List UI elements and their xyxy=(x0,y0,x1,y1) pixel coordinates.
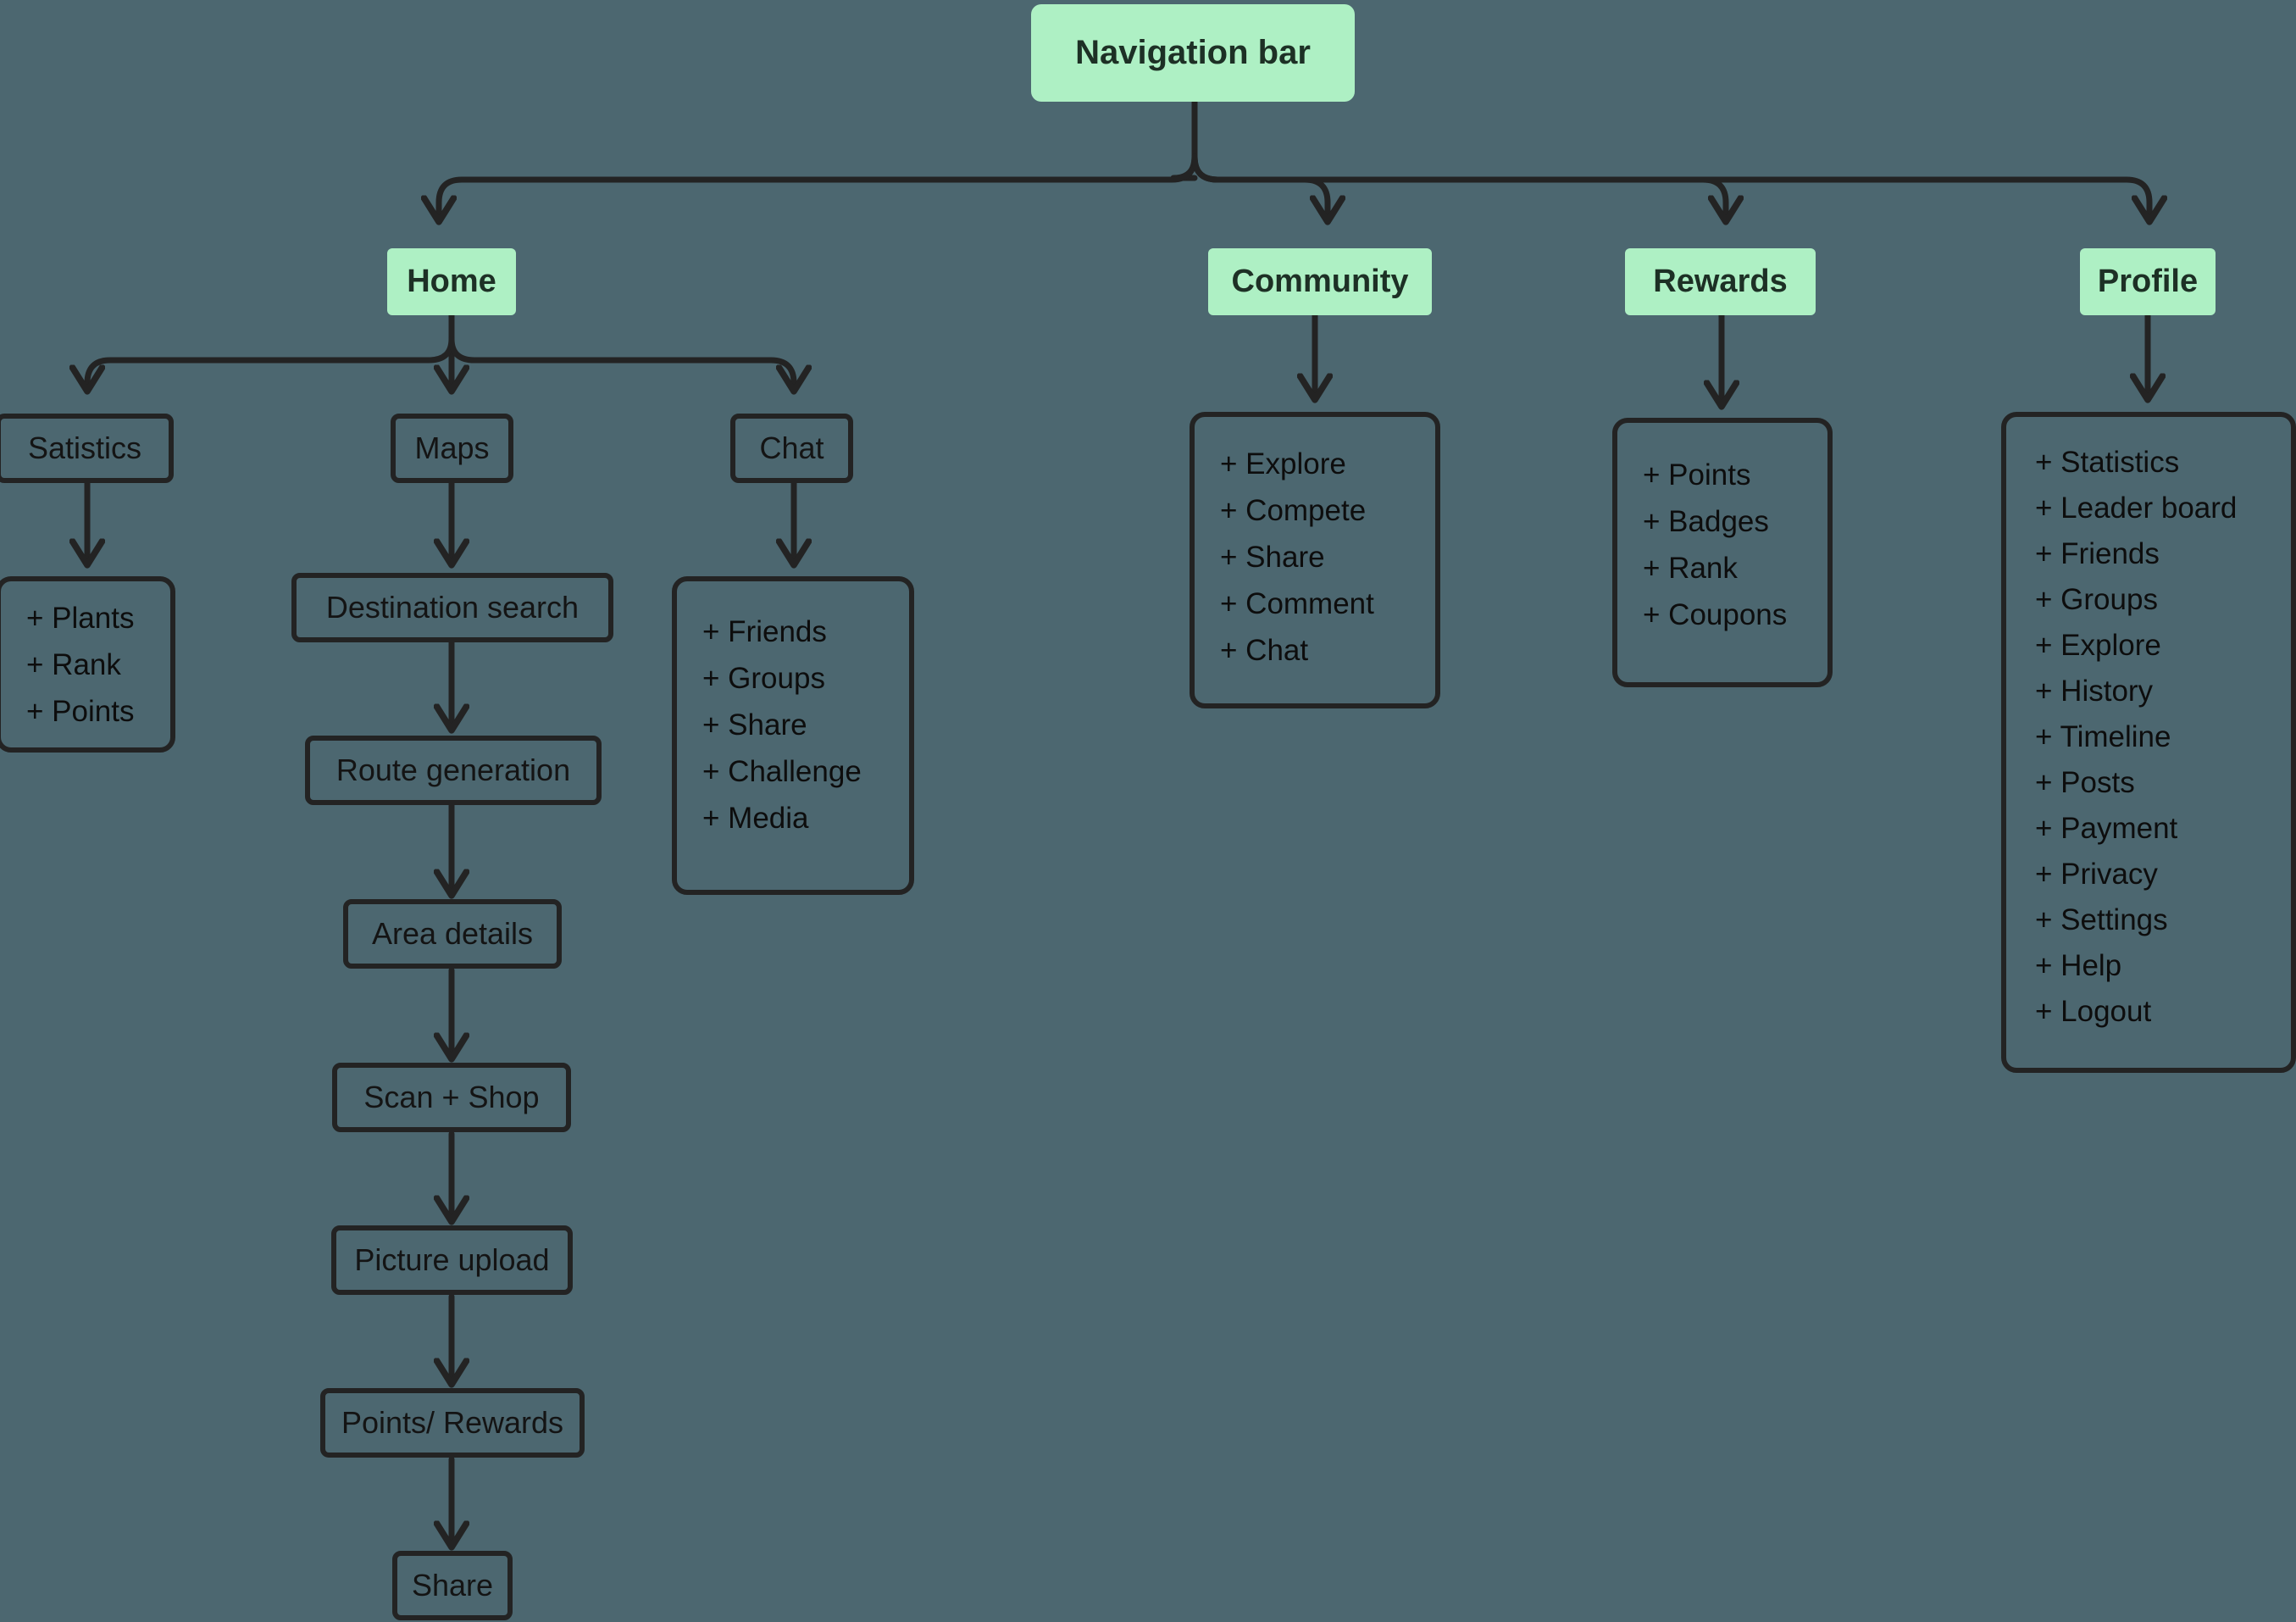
list-item[interactable]: + Help xyxy=(2035,949,2122,982)
node-share[interactable]: Share xyxy=(392,1551,513,1620)
list-item[interactable]: + Coupons xyxy=(1643,598,1788,631)
list-item[interactable]: + Rank xyxy=(26,648,121,681)
list-item[interactable]: + Timeline xyxy=(2035,720,2171,753)
list-community-details[interactable]: + Explore + Compete + Share + Comment + … xyxy=(1190,412,1440,708)
node-points-rewards[interactable]: Points/ Rewards xyxy=(320,1388,585,1458)
list-item[interactable]: + Compete xyxy=(1220,494,1367,527)
node-destination-search[interactable]: Destination search xyxy=(291,573,613,642)
list-chat-details[interactable]: + Friends + Groups + Share + Challenge +… xyxy=(672,576,914,895)
list-profile-details[interactable]: + Statistics + Leader board + Friends + … xyxy=(2001,412,2296,1073)
list-item[interactable]: + Groups xyxy=(2035,583,2158,616)
node-chat[interactable]: Chat xyxy=(730,414,853,483)
list-item[interactable]: + Settings xyxy=(2035,903,2168,936)
list-item[interactable]: + Challenge xyxy=(702,755,862,788)
node-rewards[interactable]: Rewards xyxy=(1625,248,1816,315)
list-rewards-details[interactable]: + Points + Badges + Rank + Coupons xyxy=(1612,418,1833,687)
list-item[interactable]: + Media xyxy=(702,802,809,835)
node-profile[interactable]: Profile xyxy=(2080,248,2216,315)
list-item[interactable]: + Logout xyxy=(2035,995,2152,1028)
node-maps[interactable]: Maps xyxy=(391,414,513,483)
node-route-generation[interactable]: Route generation xyxy=(305,736,602,805)
list-item[interactable]: + Explore xyxy=(1220,447,1346,480)
list-item[interactable]: + Chat xyxy=(1220,634,1309,667)
list-item[interactable]: + Share xyxy=(1220,541,1325,574)
list-item[interactable]: + Payment xyxy=(2035,812,2178,845)
node-home[interactable]: Home xyxy=(387,248,516,315)
list-item[interactable]: + Rank xyxy=(1643,552,1738,585)
list-item[interactable]: + Friends xyxy=(702,615,827,648)
list-item[interactable]: + Friends xyxy=(2035,537,2160,570)
node-picture-upload[interactable]: Picture upload xyxy=(331,1225,573,1295)
node-satistics[interactable]: Satistics xyxy=(0,414,174,483)
list-item[interactable]: + Posts xyxy=(2035,766,2135,799)
node-scan-shop[interactable]: Scan + Shop xyxy=(332,1063,571,1132)
list-item[interactable]: + Explore xyxy=(2035,629,2161,662)
list-item[interactable]: + Points xyxy=(1643,458,1751,492)
list-item[interactable]: + Share xyxy=(702,708,807,742)
list-item[interactable]: + Plants xyxy=(26,602,135,635)
list-item[interactable]: + Statistics xyxy=(2035,446,2180,479)
list-item[interactable]: + History xyxy=(2035,675,2154,708)
list-item[interactable]: + Points xyxy=(26,695,135,728)
node-area-details[interactable]: Area details xyxy=(343,899,562,969)
list-item[interactable]: + Privacy xyxy=(2035,858,2158,891)
list-item[interactable]: + Groups xyxy=(702,662,825,695)
list-item[interactable]: + Leader board xyxy=(2035,492,2238,525)
list-satistics-details[interactable]: + Plants + Rank + Points xyxy=(0,576,175,753)
list-item[interactable]: + Comment xyxy=(1220,587,1374,620)
node-navigation-bar[interactable]: Navigation bar xyxy=(1031,4,1355,102)
node-community[interactable]: Community xyxy=(1208,248,1432,315)
list-item[interactable]: + Badges xyxy=(1643,505,1769,538)
